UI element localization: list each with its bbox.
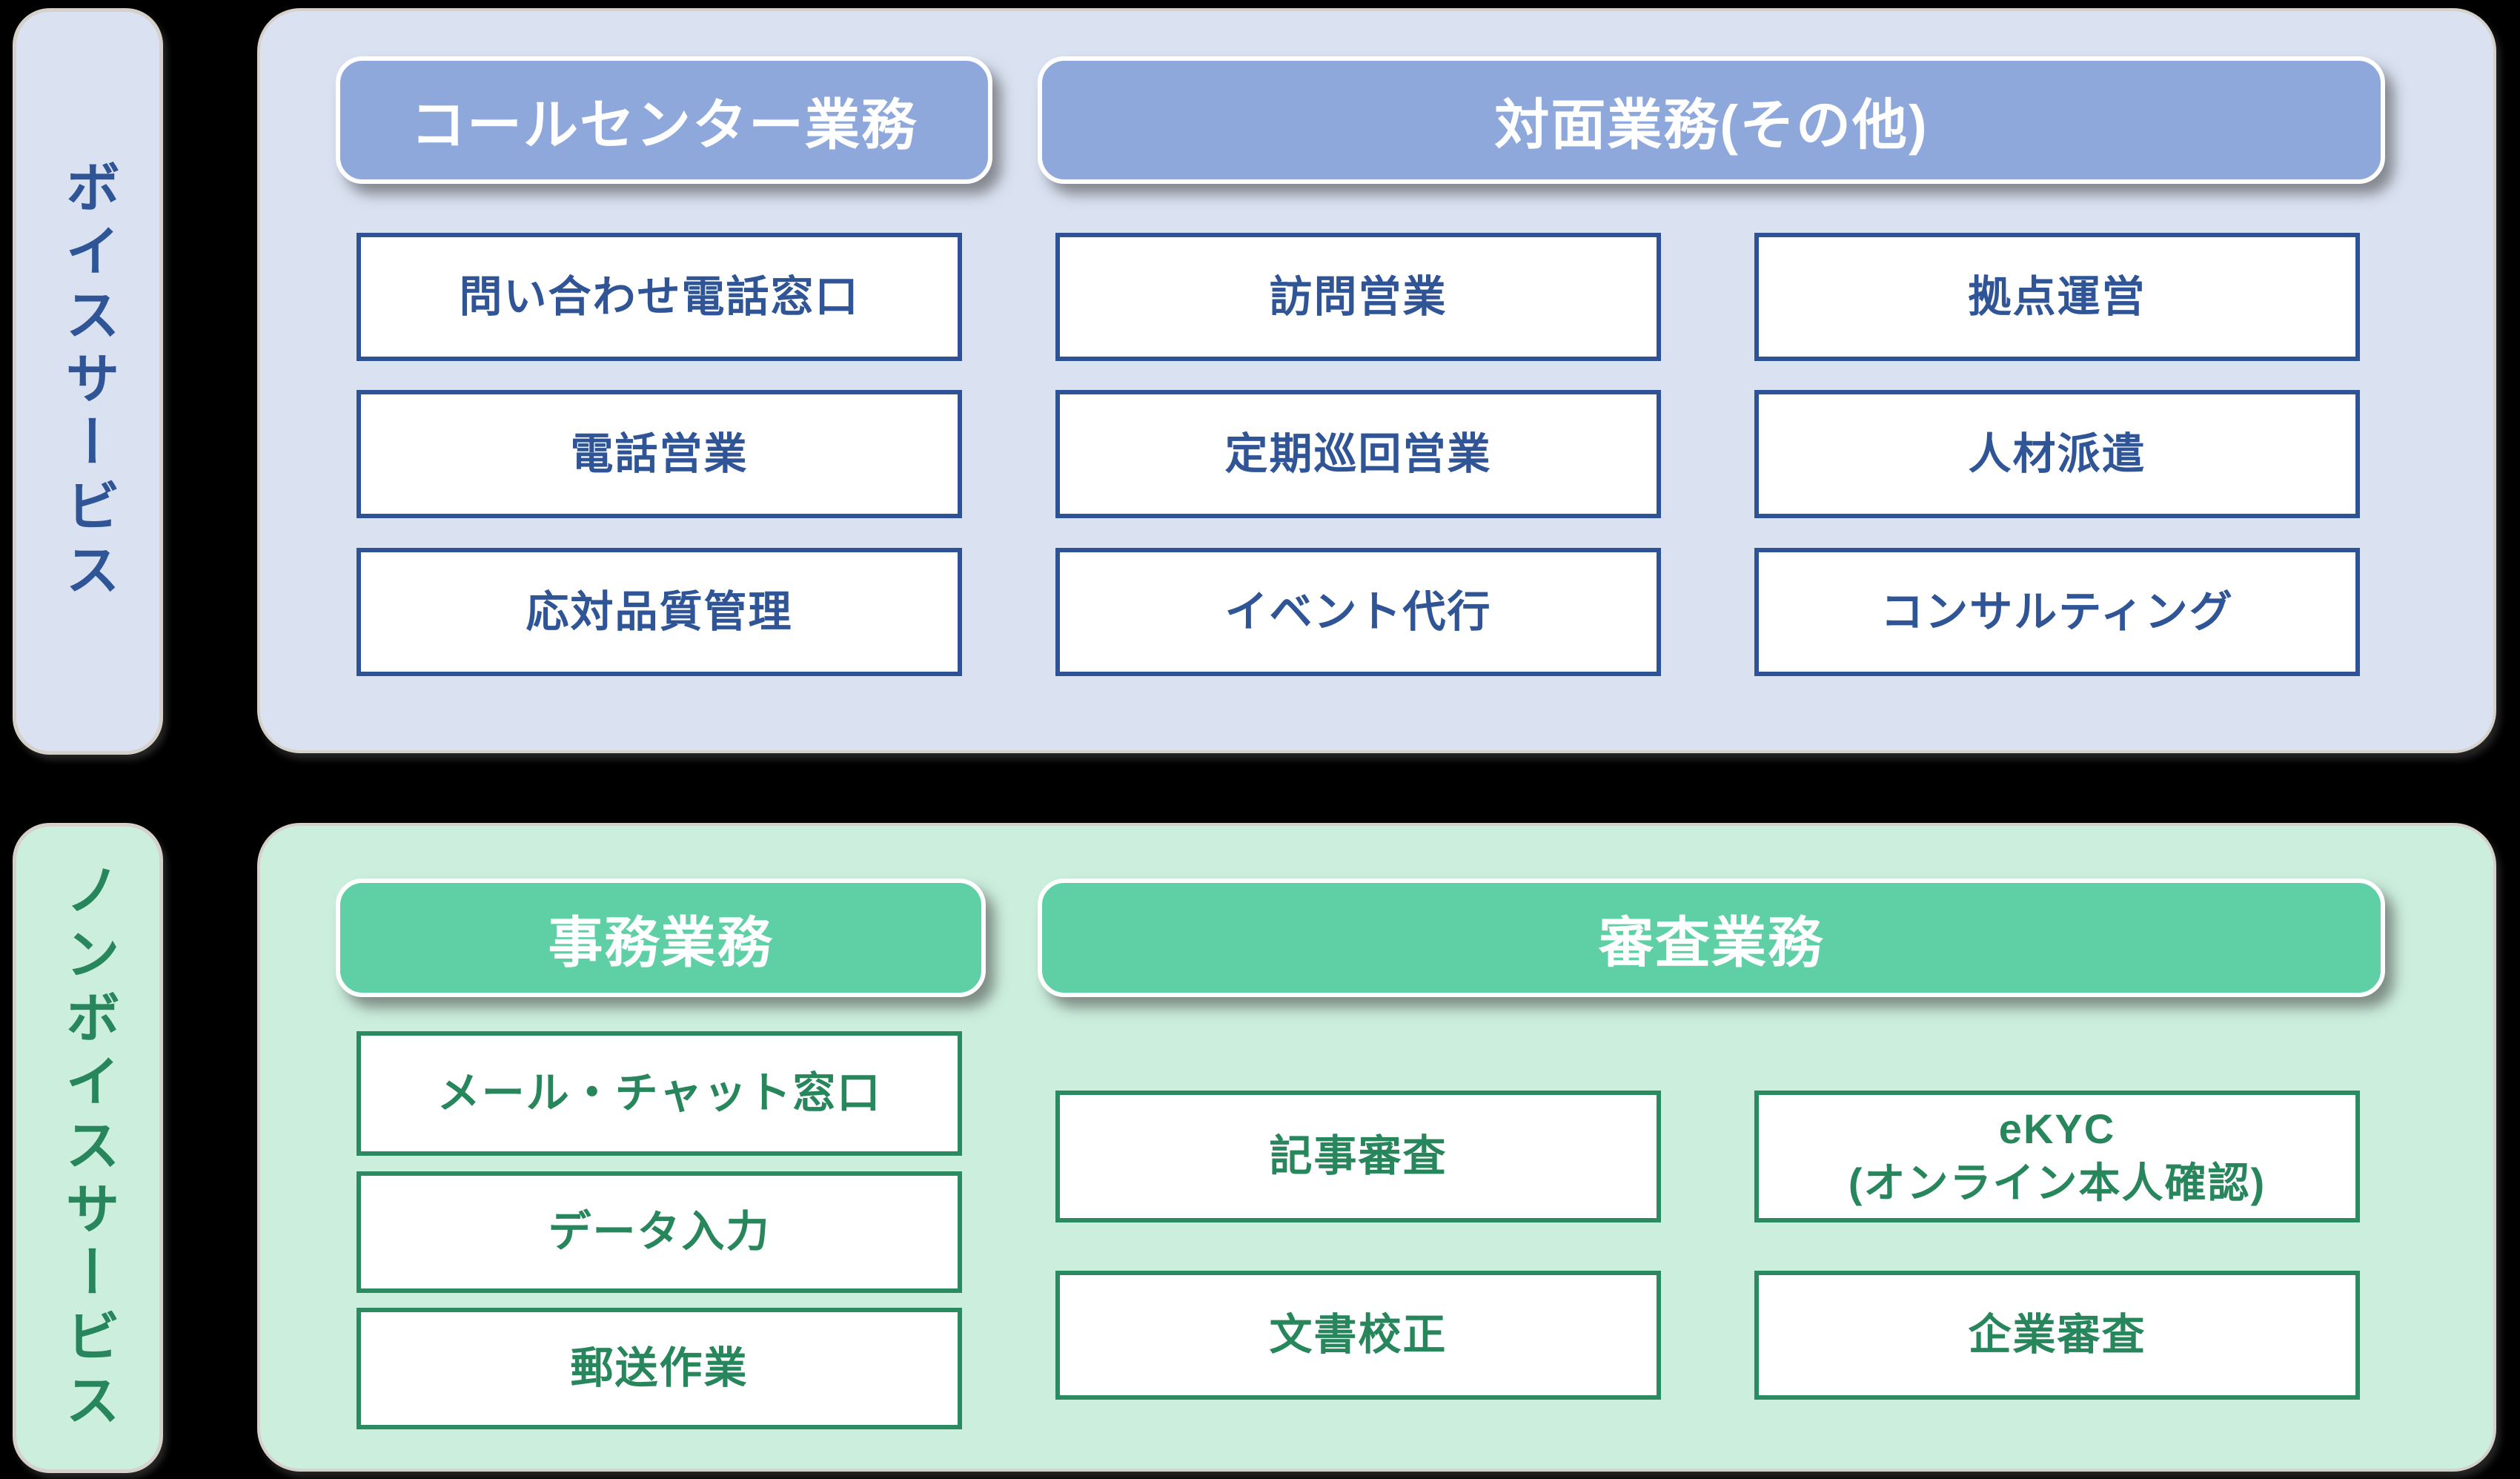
box-mail-chat-desk: メール・チャット窓口 (357, 1031, 962, 1156)
box-ekyc-online-identity-verification: eKYC (オンライン本人確認) (1754, 1091, 2360, 1222)
voice-sidebar: ボイスサービス (13, 8, 163, 755)
voice-panel: コールセンター業務 対面業務(その他) 問い合わせ電話窓口 電話営業 応対品質管… (257, 8, 2496, 753)
box-visit-sales: 訪問営業 (1055, 233, 1661, 361)
nonvoice-sidebar: ノンボイスサービス (13, 823, 163, 1473)
box-response-quality-management: 応対品質管理 (357, 548, 962, 676)
box-article-screening: 記事審査 (1055, 1091, 1661, 1222)
box-consulting: コンサルティング (1754, 548, 2360, 676)
box-staffing: 人材派遣 (1754, 390, 2360, 518)
box-event-agency: イベント代行 (1055, 548, 1661, 676)
box-regular-rounds-sales: 定期巡回営業 (1055, 390, 1661, 518)
header-call-center-work: コールセンター業務 (336, 56, 992, 184)
box-data-entry: データ入力 (357, 1171, 962, 1293)
nonvoice-panel: 事務業務 審査業務 メール・チャット窓口 データ入力 郵送作業 記事審査 文書校… (257, 823, 2496, 1472)
header-screening-work: 審査業務 (1038, 879, 2385, 997)
box-mailing-work: 郵送作業 (357, 1308, 962, 1429)
voice-sidebar-label: ボイスサービス (57, 158, 119, 605)
box-site-operation: 拠点運営 (1754, 233, 2360, 361)
header-office-work: 事務業務 (336, 879, 986, 997)
box-company-screening: 企業審査 (1754, 1271, 2360, 1400)
box-inquiry-phone-desk: 問い合わせ電話窓口 (357, 233, 962, 361)
box-document-proofreading: 文書校正 (1055, 1271, 1661, 1400)
box-phone-sales: 電話営業 (357, 390, 962, 518)
header-face-to-face-work: 対面業務(その他) (1038, 56, 2385, 184)
nonvoice-sidebar-label: ノンボイスサービス (57, 861, 119, 1435)
